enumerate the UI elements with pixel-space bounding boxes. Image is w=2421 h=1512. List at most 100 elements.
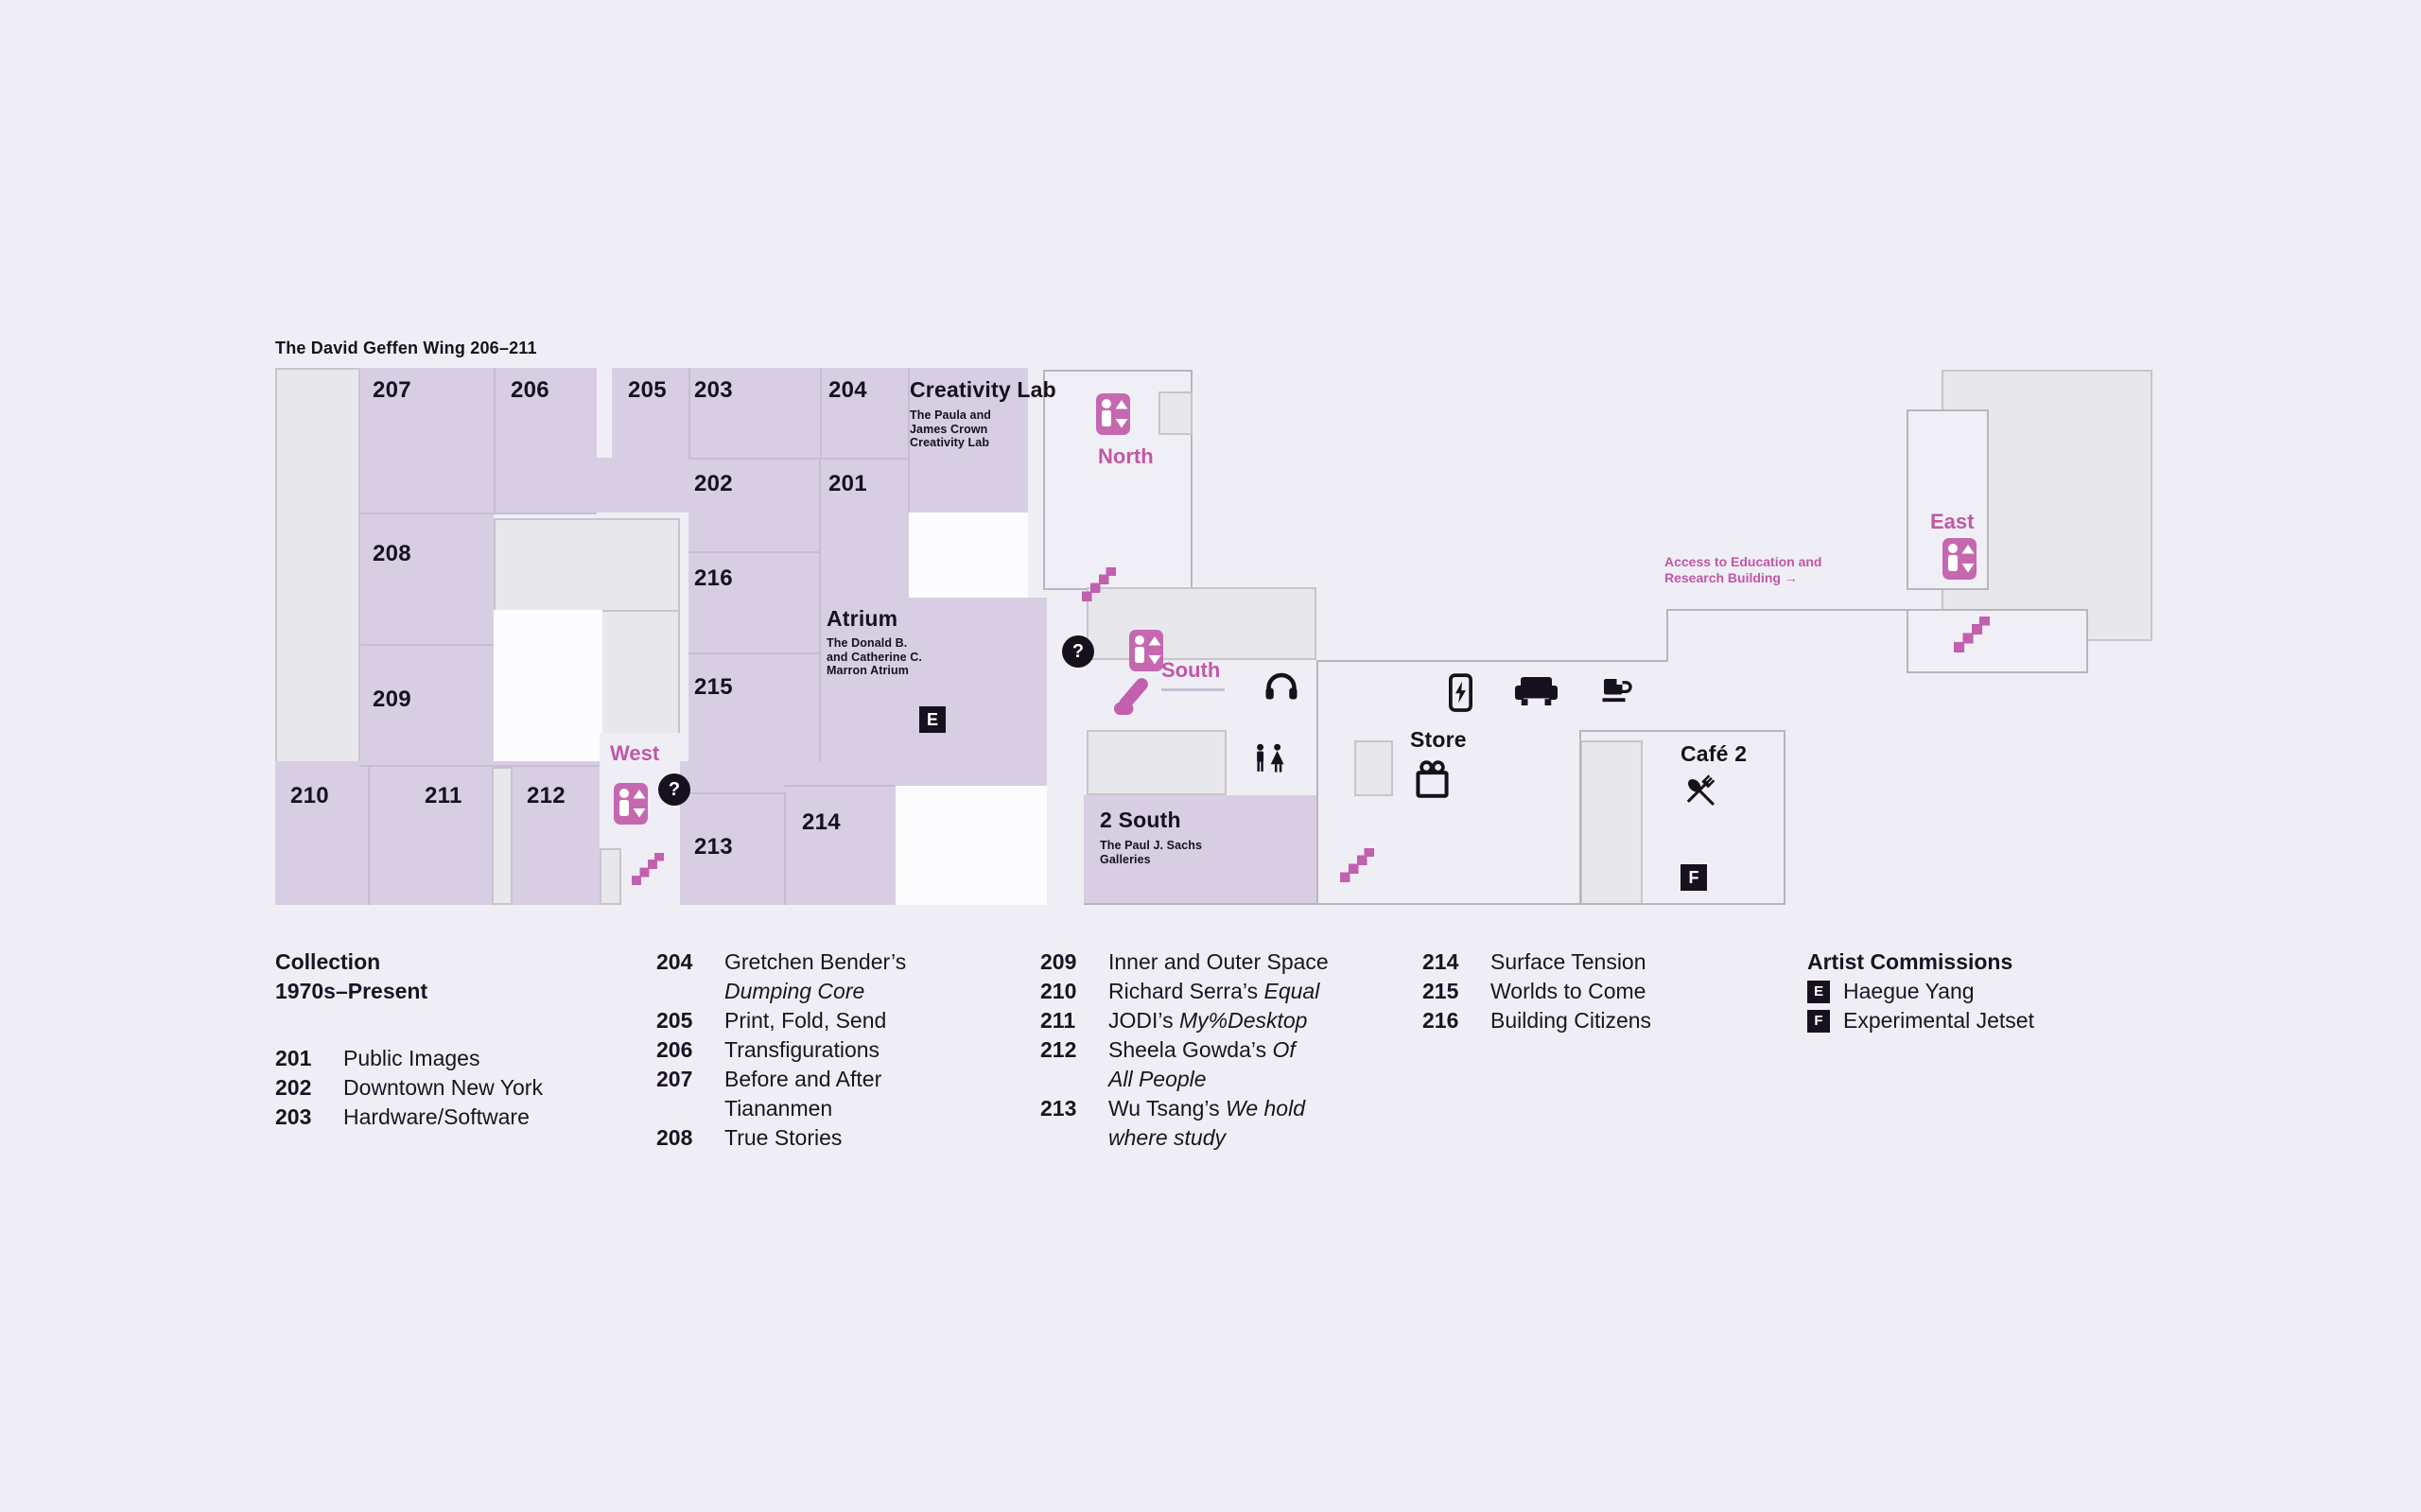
legend-item-label: Downtown New York	[343, 1075, 543, 1100]
legend-item: 206 Transfigurations	[656, 1035, 1035, 1065]
legend-item-label: Transfigurations	[724, 1037, 880, 1062]
divider-214-top	[784, 785, 896, 787]
legend-item-number: 204	[656, 949, 693, 974]
cafe-line-left	[1579, 730, 1581, 905]
gray-strip-211-212	[492, 767, 513, 905]
divider-209-bottomrow	[360, 765, 600, 767]
legend-badge-e-icon: E	[1807, 980, 1830, 1003]
legend-item-number: 212	[1040, 1037, 1077, 1062]
elevator-icon-west	[614, 783, 648, 825]
legend-item-label: Worlds to Come	[1490, 979, 1646, 1003]
cafe-cutlery-icon	[1683, 774, 1721, 817]
legend-item-label: Haegue Yang	[1843, 979, 1975, 1003]
room-label-215: 215	[694, 674, 733, 700]
gray-inner-north	[1158, 391, 1193, 435]
cafe-title: Café 2	[1681, 741, 1748, 766]
elevator-icon-east	[1942, 538, 1977, 580]
divider-202-216	[688, 551, 820, 553]
coffee-icon	[1601, 675, 1632, 710]
legend-item-label: Surface Tension	[1490, 949, 1646, 974]
atrium-subtitle: The Donald B.and Catherine C.Marron Atri…	[827, 636, 922, 677]
legend-item-number: 209	[1040, 949, 1077, 974]
legend-item-label: True Stories	[724, 1125, 843, 1150]
rooms-208-209	[360, 513, 494, 767]
divider-205-203	[688, 368, 690, 458]
gray-rect-store	[1354, 740, 1393, 796]
badge-f-cafe: F	[1681, 864, 1707, 891]
room-label-210: 210	[290, 783, 329, 808]
gray-strip-west-corridor	[600, 848, 621, 905]
notch-206-205	[597, 368, 612, 458]
south-underline	[1161, 688, 1225, 691]
legend-item-number: 211	[1040, 1008, 1076, 1033]
legend-item: 211 JODI’s My%Desktop	[1040, 1006, 1419, 1035]
stairs-icon-west	[632, 853, 664, 890]
legend-badge-f-icon: F	[1807, 1009, 1830, 1033]
legend-item-number: 202	[275, 1075, 312, 1100]
legend-item-label: Print, Fold, Send	[724, 1008, 887, 1033]
legend-item: 208 True Stories	[656, 1123, 1035, 1153]
gray-rect-cafe	[1580, 740, 1643, 905]
west-label: West	[610, 741, 660, 765]
divider-207-208	[360, 513, 597, 514]
legend-item-label: Richard Serra’s Equal	[1108, 979, 1320, 1003]
elevator-icon-north	[1096, 393, 1130, 435]
elevator-icon-south	[1129, 630, 1163, 671]
legend-item-label: Public Images	[343, 1046, 480, 1070]
two-south-block	[1084, 795, 1316, 905]
divider-203-204	[820, 368, 822, 458]
legend-item-number: 214	[1422, 949, 1459, 974]
legend-item-number: 206	[656, 1037, 693, 1062]
headphones-icon	[1264, 669, 1298, 705]
legend-item-number: 201	[275, 1046, 312, 1070]
room-label-204: 204	[828, 377, 867, 403]
corridor-line-top	[1316, 660, 1666, 662]
legend-item: 201 Public Images	[275, 1044, 653, 1073]
stairs-icon-east	[1954, 617, 1990, 657]
rooms-202-216-215	[688, 458, 820, 761]
room-label-213: 213	[694, 834, 733, 860]
corridor-line-left	[1316, 660, 1318, 905]
stairs-icon-store	[1340, 848, 1374, 887]
legend-item-label: Inner and Outer Space	[1108, 949, 1329, 974]
courtyard-gray-upper	[494, 518, 680, 612]
corridor-step-line	[1666, 609, 1668, 662]
store-bag-icon	[1415, 760, 1450, 803]
room-label-211: 211	[425, 783, 462, 808]
east-label: East	[1930, 510, 1975, 533]
legend-item-number: 203	[275, 1104, 312, 1129]
north-label: North	[1098, 444, 1154, 468]
white-cutout-2	[494, 610, 602, 764]
room-label-214: 214	[802, 809, 841, 835]
white-cutout-1	[909, 513, 1028, 598]
legend-item-label: Hardware/Software	[343, 1104, 530, 1129]
east-stairs-corridor	[1907, 609, 2088, 673]
info-icon-south: ?	[1062, 635, 1094, 668]
stairs-icon-north-south	[1082, 567, 1116, 606]
divider-210-211	[368, 767, 370, 905]
legend-item-number: 210	[1040, 979, 1077, 1003]
legend-item-label: JODI’s My%Desktop	[1108, 1008, 1308, 1033]
atrium-title: Atrium	[827, 606, 898, 631]
legend-item-number: 208	[656, 1125, 693, 1150]
legend-item: 202 Downtown New York	[275, 1073, 653, 1103]
info-icon-west: ?	[658, 773, 690, 806]
divider-toprow-202	[688, 458, 908, 460]
seating-icon	[1515, 677, 1558, 710]
divider-208-209	[360, 644, 494, 646]
room-label-206: 206	[511, 377, 549, 403]
escalator-icon-south	[1112, 673, 1152, 720]
legend-item-number: 207	[656, 1067, 693, 1091]
